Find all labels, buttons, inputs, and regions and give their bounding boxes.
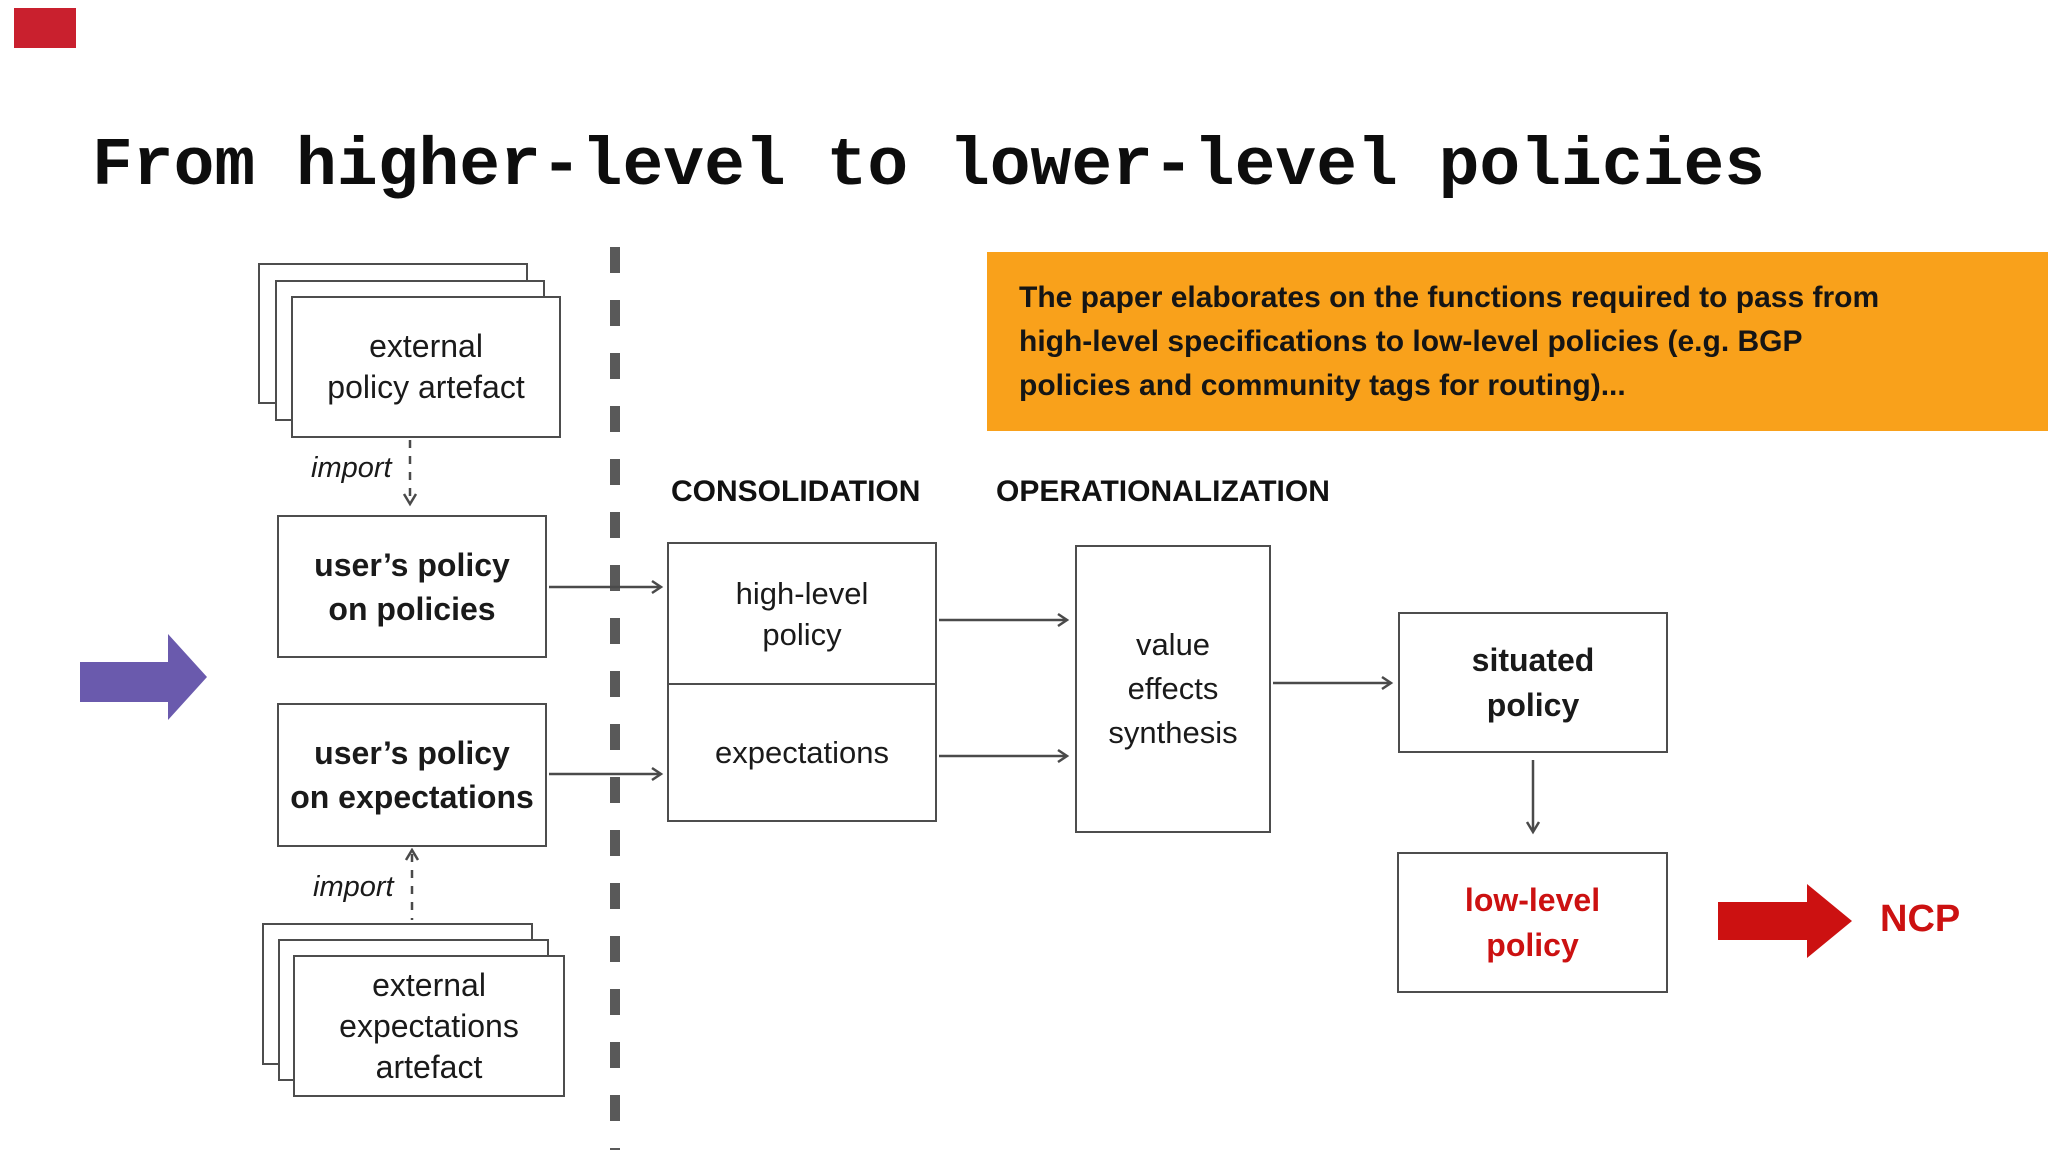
callout-line-1: The paper elaborates on the functions re… — [1019, 280, 1880, 314]
red-output-arrow — [1718, 884, 1852, 958]
import-bottom-arrow — [404, 848, 420, 920]
expectations-compartment: expectations — [714, 734, 890, 770]
callout-line-3: policies and community tags for routing)… — [1019, 368, 1626, 402]
page-title: From higher-level to lower-level policie… — [92, 128, 1766, 205]
arrow-expectations-to-value — [939, 748, 1070, 764]
import-top-label: import — [311, 452, 392, 484]
consolidation-box: high-level policy expectations — [667, 542, 937, 822]
purple-input-arrow — [80, 634, 207, 720]
user-policy-on-expectations-box: user’s policy on expectations — [277, 703, 547, 847]
situated-policy-box: situated policy — [1398, 612, 1668, 753]
external-expectations-artefact-box: external expectations artefact — [293, 955, 565, 1097]
consolidation-label: CONSOLIDATION — [671, 475, 921, 508]
dashed-divider-line — [610, 247, 620, 1150]
external-policy-artefact-box: external policy artefact — [291, 296, 561, 438]
callout-box: The paper elaborates on the functions re… — [987, 252, 2048, 431]
callout-line-2: high-level specifications to low-level p… — [1019, 324, 1803, 358]
external-policy-stack: external policy artefact external policy… — [258, 263, 578, 453]
high-level-policy-compartment: high-level policy — [669, 544, 935, 685]
import-bottom-label: import — [313, 871, 394, 903]
low-level-policy-box: low-level policy — [1397, 852, 1668, 993]
user-policy-on-policies-box: user’s policy on policies — [277, 515, 547, 658]
operationalization-label: OPERATIONALIZATION — [996, 475, 1330, 508]
import-top-arrow — [402, 440, 418, 507]
ncp-label: NCP — [1880, 898, 1961, 940]
corner-accent-rect — [14, 8, 76, 48]
arrow-policies-to-consolidation — [549, 579, 664, 595]
value-effects-synthesis-box: value effects synthesis — [1075, 545, 1271, 833]
external-expectations-stack: external expectations artefact external … — [262, 923, 582, 1113]
arrow-value-to-situated — [1273, 675, 1394, 691]
arrow-situated-to-lowlevel — [1525, 760, 1541, 835]
arrow-highlevel-to-value — [939, 612, 1070, 628]
arrow-expectations-to-consolidation — [549, 766, 664, 782]
